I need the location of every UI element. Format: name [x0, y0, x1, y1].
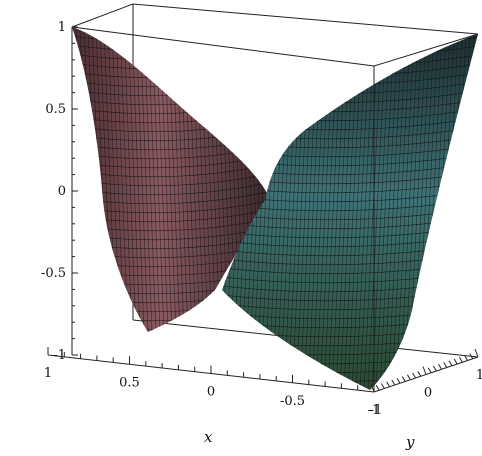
- y-tick: [432, 365, 437, 372]
- y-tick: [386, 381, 391, 388]
- right-sheet: [222, 34, 478, 390]
- mesh-line: [387, 34, 407, 390]
- mesh-line: [383, 34, 403, 390]
- x-tick-label: 0: [207, 385, 215, 400]
- y-tick: [458, 356, 463, 363]
- x-tick-label: 0.5: [119, 375, 140, 390]
- y-tick: [438, 363, 443, 370]
- box-edge: [373, 33, 479, 67]
- mesh-line: [222, 34, 478, 41]
- mesh-line: [131, 27, 145, 332]
- z-tick-label: 0: [58, 184, 66, 199]
- y-tick: [422, 366, 427, 375]
- x-axis-label: x: [204, 428, 213, 446]
- z-tick-label: -1: [53, 348, 66, 363]
- mesh-line: [115, 27, 129, 332]
- mesh-line: [123, 27, 137, 332]
- mesh-line: [355, 34, 375, 390]
- mesh-line: [359, 34, 379, 390]
- y-tick: [370, 383, 375, 393]
- y-tick: [396, 377, 401, 384]
- y-tick: [375, 384, 380, 391]
- mesh-line: [351, 34, 371, 390]
- y-axis-label: y: [405, 433, 415, 451]
- box-edge: [71, 3, 134, 28]
- y-tick: [453, 358, 458, 365]
- y-tick: [401, 376, 406, 382]
- z-tick-label: 1: [58, 20, 66, 35]
- mesh-line: [222, 36, 478, 50]
- z-axis: 1 0.5 0 -0.5 -1: [41, 20, 78, 363]
- mesh-line: [399, 34, 419, 390]
- mesh-line: [119, 27, 133, 332]
- x-axis: 1 0.5 0 -0.5 -1: [44, 347, 380, 418]
- y-tick: [469, 353, 474, 360]
- mesh-line: [127, 27, 141, 332]
- y-tick: [406, 374, 411, 381]
- mesh-line: [375, 34, 395, 390]
- y-tick: [380, 383, 385, 389]
- box-edge: [132, 3, 479, 35]
- z-tick-label: -0.5: [41, 266, 66, 281]
- mesh-line: [367, 34, 387, 390]
- y-tick-label: -1: [370, 403, 383, 418]
- y-tick: [474, 348, 479, 358]
- y-tick: [464, 355, 469, 361]
- y-tick: [412, 372, 417, 379]
- y-tick: [391, 379, 396, 386]
- mesh-line: [395, 34, 415, 390]
- mesh-line: [371, 34, 391, 390]
- mesh-line: [391, 34, 411, 390]
- y-tick: [443, 362, 448, 368]
- z-tick-label: 0.5: [45, 102, 66, 117]
- x-tick-label: -0.5: [280, 394, 305, 409]
- mesh-line: [72, 27, 85, 332]
- y-tick: [427, 367, 432, 374]
- mesh-line: [379, 34, 399, 390]
- y-axis: -1 0 1: [370, 348, 482, 418]
- y-tick: [417, 370, 422, 377]
- y-tick-label: 0: [424, 386, 432, 401]
- y-tick-label: 1: [476, 368, 482, 383]
- y-tick: [448, 360, 453, 367]
- x-tick-label: 1: [44, 366, 52, 381]
- x-tick-label: -1: [368, 403, 381, 418]
- box-edge: [71, 26, 375, 67]
- mesh-line: [363, 34, 383, 390]
